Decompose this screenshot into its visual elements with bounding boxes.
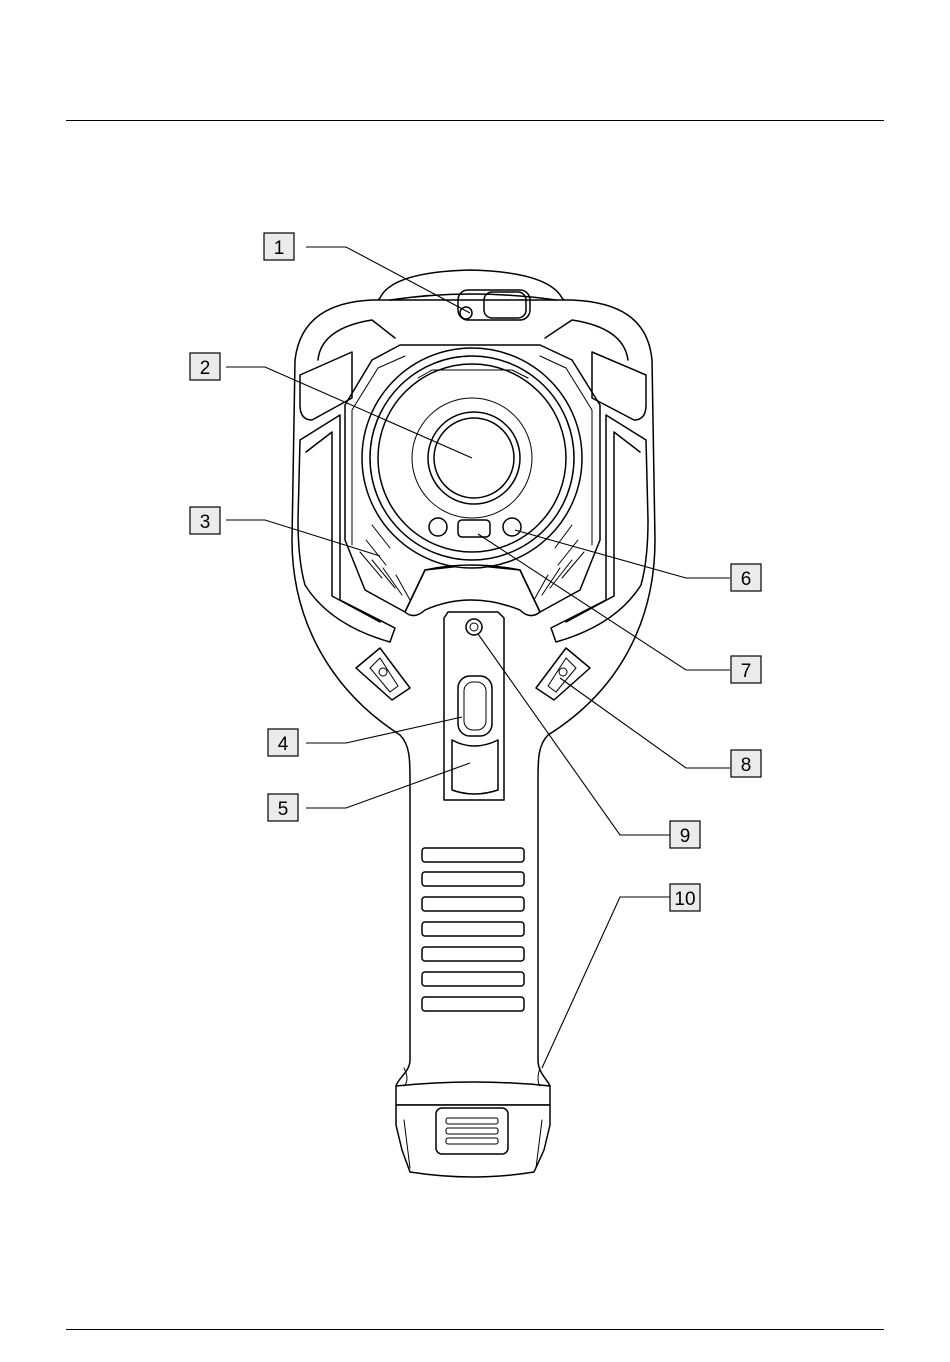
callout-label-3: 3 <box>200 512 211 533</box>
battery-compartment <box>396 1105 550 1177</box>
callout-label-6: 6 <box>741 569 752 590</box>
callout-label-4: 4 <box>278 734 289 755</box>
callout-label-10: 10 <box>674 889 695 910</box>
callout-2: 2 <box>190 353 220 380</box>
callout-label-8: 8 <box>741 755 752 776</box>
callout-label-9: 9 <box>680 826 691 847</box>
callout-8: 8 <box>731 750 761 777</box>
callout-label-2: 2 <box>200 358 211 379</box>
callout-label-7: 7 <box>741 661 752 682</box>
callout-9: 9 <box>670 821 700 848</box>
callout-4: 4 <box>268 729 298 756</box>
callout-1: 1 <box>264 233 294 260</box>
callout-7: 7 <box>731 656 761 683</box>
callout-label-1: 1 <box>274 238 285 259</box>
callout-6: 6 <box>731 564 761 591</box>
camera-illustration <box>292 270 655 1177</box>
leader-line-10 <box>542 897 670 1068</box>
callout-5: 5 <box>268 794 298 821</box>
callout-10: 10 <box>670 884 700 911</box>
callout-label-5: 5 <box>278 799 289 820</box>
callout-3: 3 <box>190 507 220 534</box>
